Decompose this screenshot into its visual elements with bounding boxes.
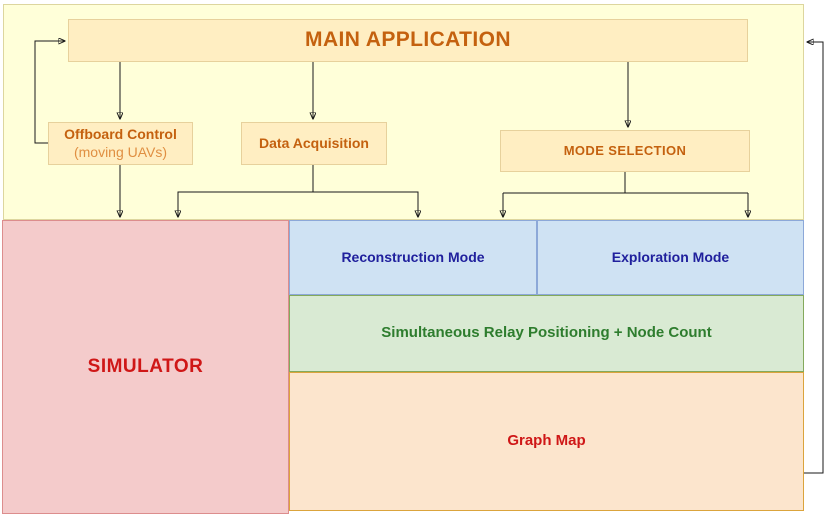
node-simulator: SIMULATOR [2,220,289,514]
node-data-acquisition: Data Acquisition [241,122,387,165]
main-application-label: MAIN APPLICATION [305,28,511,52]
node-mode-selection: MODE SELECTION [500,130,750,172]
simulator-label: SIMULATOR [87,356,204,378]
exploration-mode-label: Exploration Mode [611,248,730,265]
node-main-application: MAIN APPLICATION [68,19,748,62]
graph-map-label: Graph Map [507,432,586,450]
mode-selection-label: MODE SELECTION [563,142,687,158]
relay-positioning-label: Simultaneous Relay Positioning + Node Co… [381,324,712,342]
data-acquisition-label: Data Acquisition [259,134,369,151]
offboard-control-sublabel: (moving UAVs) [73,143,168,160]
node-reconstruction-mode: Reconstruction Mode [289,220,537,295]
reconstruction-mode-label: Reconstruction Mode [341,248,485,265]
node-relay-positioning: Simultaneous Relay Positioning + Node Co… [289,295,804,372]
offboard-control-label: Offboard Control [64,126,177,142]
feedback-loop-graphmap-to-main [804,42,824,474]
node-offboard-control: Offboard Control (moving UAVs) [48,122,193,165]
node-exploration-mode: Exploration Mode [537,220,804,295]
node-graph-map: Graph Map [289,372,804,511]
